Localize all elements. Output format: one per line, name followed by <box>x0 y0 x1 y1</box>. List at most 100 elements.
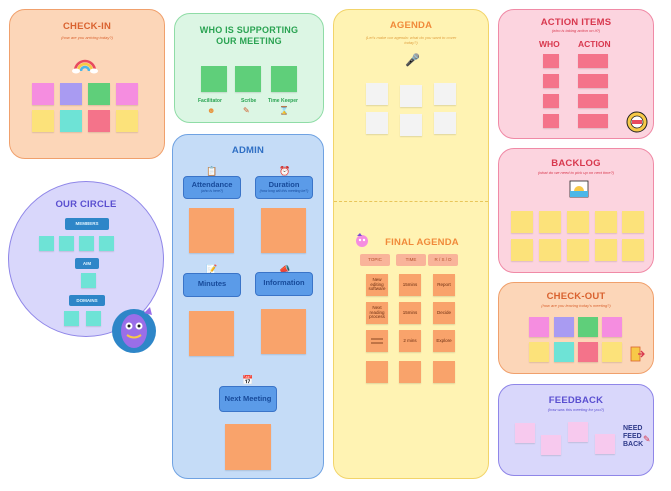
sticky-note[interactable] <box>567 211 589 233</box>
final-agenda-rsd-2[interactable]: Decide <box>433 302 455 324</box>
sticky-note[interactable] <box>595 434 615 454</box>
pencil-icon: ✎ <box>643 434 651 444</box>
sticky-note[interactable] <box>541 435 561 455</box>
sticky-note[interactable] <box>578 114 608 128</box>
next-meeting-header: Next Meeting <box>219 386 277 412</box>
backlog-title: BACKLOG <box>551 158 601 169</box>
col-header-who: WHO <box>539 39 560 49</box>
sticky-note[interactable] <box>578 94 608 108</box>
sticky-note[interactable] <box>595 211 617 233</box>
final-agenda-time-4[interactable] <box>399 361 421 383</box>
sticky-note[interactable] <box>602 342 622 362</box>
next-meeting-label: Next Meeting <box>224 394 272 403</box>
sticky-note[interactable] <box>366 112 388 134</box>
final-agenda-rsd-4[interactable] <box>433 361 455 383</box>
final-agenda-topic-2[interactable]: Next reading process <box>366 302 388 324</box>
duration-label: Duration <box>268 180 300 189</box>
pencil-icon: ✎ <box>243 106 250 115</box>
sticky-note[interactable] <box>622 211 644 233</box>
sticky-note[interactable] <box>235 66 261 92</box>
admin-panel: ADMIN 📋 Attendance (who is here?) ⏰ Dura… <box>172 134 324 479</box>
sticky-note[interactable] <box>88 83 110 105</box>
role-label-scribe: Scribe <box>241 98 257 104</box>
sticky-note[interactable] <box>189 208 234 253</box>
sticky-note[interactable] <box>554 342 574 362</box>
sticky-note[interactable] <box>81 273 96 288</box>
sticky-note[interactable] <box>261 309 306 354</box>
mascot-icon <box>354 232 370 251</box>
sticky-note[interactable] <box>529 342 549 362</box>
sticky-note[interactable] <box>400 114 422 136</box>
hourglass-icon: ⌛ <box>279 106 289 115</box>
sticky-note[interactable] <box>60 83 82 105</box>
sticky-note[interactable] <box>578 342 598 362</box>
feedback-panel: FEEDBACK (how was this meeting for you?)… <box>498 384 654 476</box>
sticky-note[interactable] <box>201 66 227 92</box>
sticky-note[interactable] <box>578 54 608 68</box>
sticky-note[interactable] <box>400 85 422 107</box>
checkout-panel: CHECK-OUT (how are you leaving today's m… <box>498 282 654 374</box>
microphone-icon: 🎤 <box>405 53 420 67</box>
final-agenda-topic-3[interactable] <box>366 330 388 352</box>
badge-line-1: NEED <box>623 425 643 432</box>
sticky-note[interactable] <box>64 311 79 326</box>
sticky-note[interactable] <box>602 317 622 337</box>
sticky-note[interactable] <box>261 208 306 253</box>
sticky-note[interactable] <box>515 423 535 443</box>
sticky-note[interactable] <box>225 424 271 470</box>
sticky-note[interactable] <box>32 83 54 105</box>
sticky-note[interactable] <box>116 83 138 105</box>
sticky-note[interactable] <box>99 236 114 251</box>
sticky-note[interactable] <box>60 110 82 132</box>
sticky-note[interactable] <box>567 239 589 261</box>
sticky-note[interactable] <box>366 83 388 105</box>
character-mascot-icon <box>110 303 158 358</box>
sticky-note[interactable] <box>189 311 234 356</box>
final-agenda-header-rsd: R / S / D <box>428 254 458 266</box>
sticky-note[interactable] <box>543 74 559 88</box>
action-items-subtitle: (who is taking action on it?) <box>551 28 601 33</box>
support-panel: WHO IS SUPPORTING OUR MEETING Facilitato… <box>174 13 324 123</box>
sticky-note[interactable] <box>595 239 617 261</box>
sticky-note[interactable] <box>511 211 533 233</box>
checkin-title: CHECK-IN <box>62 21 112 32</box>
attendance-label: Attendance <box>191 180 233 189</box>
sticky-note[interactable] <box>434 83 456 105</box>
sticky-note[interactable] <box>32 110 54 132</box>
sticky-note[interactable] <box>79 236 94 251</box>
final-agenda-rsd-1[interactable]: Report <box>433 274 455 296</box>
feedback-subtitle: (how was this meeting for you?) <box>547 407 605 412</box>
sticky-note[interactable] <box>434 112 456 134</box>
sticky-note[interactable] <box>578 74 608 88</box>
final-agenda-time-2[interactable]: 15mins <box>399 302 421 324</box>
final-agenda-title: FINAL AGENDA <box>385 237 459 248</box>
sticky-note[interactable] <box>529 317 549 337</box>
attendance-sub: (who is here?) <box>200 189 224 193</box>
final-agenda-rsd-3[interactable]: Explore <box>433 330 455 352</box>
sticky-note[interactable] <box>554 317 574 337</box>
final-agenda-topic-4[interactable] <box>366 361 388 383</box>
sticky-note[interactable] <box>543 54 559 68</box>
final-agenda-topic-1[interactable]: New editing software <box>366 274 388 296</box>
sticky-note[interactable] <box>116 110 138 132</box>
information-label: Information <box>263 278 305 287</box>
final-agenda-time-3[interactable]: 2 mins <box>399 330 421 352</box>
sticky-note[interactable] <box>543 94 559 108</box>
sticky-note[interactable] <box>59 236 74 251</box>
attendance-header: Attendance (who is here?) <box>183 176 241 199</box>
sticky-note[interactable] <box>622 239 644 261</box>
sticky-note[interactable] <box>39 236 54 251</box>
sticky-note[interactable] <box>578 317 598 337</box>
sticky-note[interactable] <box>539 239 561 261</box>
sticky-note[interactable] <box>543 114 559 128</box>
minutes-header: Minutes <box>183 273 241 297</box>
calendar-icon: 📅 <box>242 375 254 385</box>
sticky-note[interactable] <box>88 110 110 132</box>
final-agenda-time-1[interactable]: 15mins <box>399 274 421 296</box>
sticky-note[interactable] <box>271 66 297 92</box>
sticky-note[interactable] <box>511 239 533 261</box>
aim-label: AIM <box>75 258 99 269</box>
sticky-note[interactable] <box>568 422 588 442</box>
sticky-note[interactable] <box>86 311 101 326</box>
sticky-note[interactable] <box>539 211 561 233</box>
